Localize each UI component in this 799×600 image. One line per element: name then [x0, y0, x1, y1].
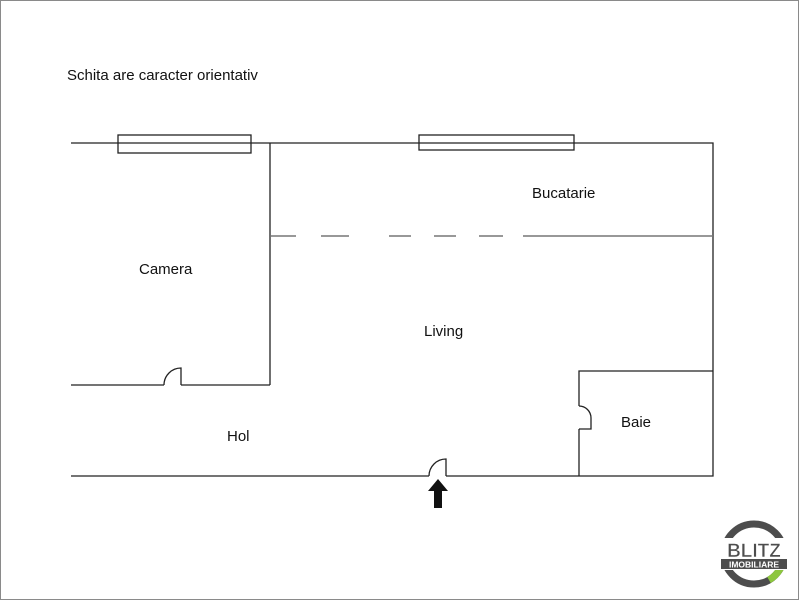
svg-text:IMOBILIARE: IMOBILIARE [729, 560, 779, 570]
window-camera [117, 134, 252, 154]
room-label-living: Living [424, 323, 464, 340]
room-label-hol: Hol [227, 428, 250, 445]
baie-door [578, 405, 592, 430]
room-label-bucatarie: Bucatarie [532, 185, 596, 202]
entrance-door [428, 458, 447, 477]
blitz-logo: BLITZ IMOBILIARE [720, 520, 788, 588]
baie-wall [578, 370, 713, 476]
entrance-arrow-icon [428, 479, 448, 508]
outer-wall [71, 142, 714, 477]
camera-door [163, 367, 182, 386]
room-label-camera: Camera [139, 261, 193, 278]
disclaimer-note: Schita are caracter orientativ [67, 67, 258, 84]
svg-text:BLITZ: BLITZ [727, 541, 781, 562]
room-label-baie: Baie [621, 414, 652, 431]
